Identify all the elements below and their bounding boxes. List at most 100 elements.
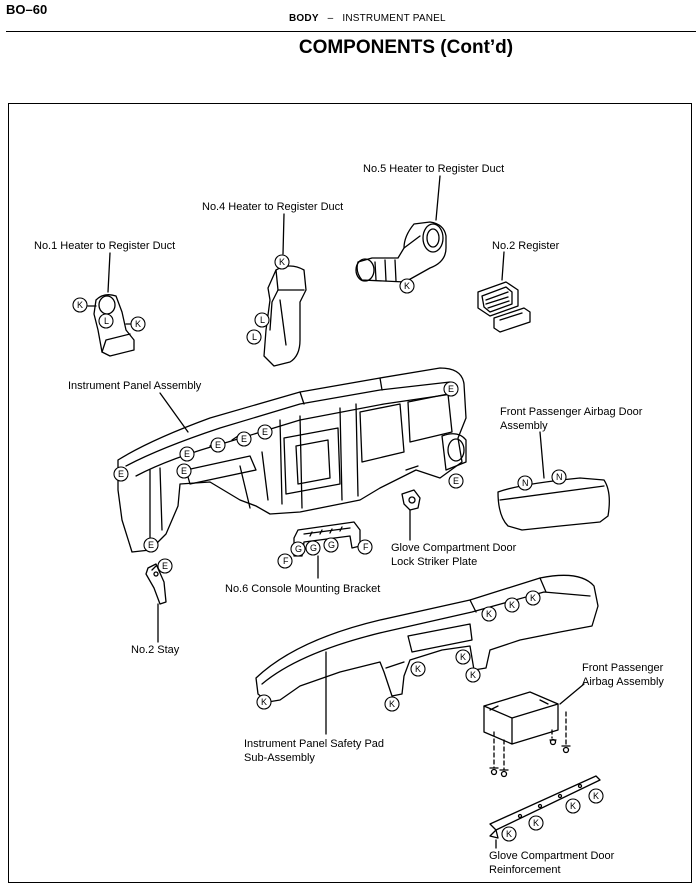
clip-k-marker — [465, 667, 481, 683]
label-airbag-door-line1: Front Passenger Airbag Door — [500, 406, 643, 418]
clip-g: G — [310, 543, 318, 553]
clip-k-marker — [528, 815, 544, 831]
header-rule — [6, 31, 696, 32]
clip-n: N — [556, 472, 563, 482]
clip-k: K — [279, 257, 286, 267]
clip-k-marker — [274, 254, 290, 270]
label-no5-duct: No.5 Heater to Register Duct — [363, 163, 505, 175]
label-striker-plate-line2: Lock Striker Plate — [391, 556, 478, 568]
clip-e-marker — [443, 381, 459, 397]
clip-e-marker — [157, 558, 173, 574]
no1-duct-leader — [107, 252, 111, 293]
clip-f-marker — [357, 539, 373, 555]
clip-e-marker — [236, 431, 252, 447]
label-reinforcement-line1: Glove Compartment Door — [489, 850, 615, 862]
label-striker-plate: Glove Compartment Door Lock Striker Plat… — [391, 541, 516, 569]
label-airbag-assembly: Front Passenger Airbag Assembly — [582, 661, 664, 689]
clip-e: E — [181, 466, 188, 476]
clip-k-marker — [504, 597, 520, 613]
clip-e-marker — [257, 424, 273, 440]
label-safety-pad-line2: Sub-Assembly — [244, 752, 315, 764]
clip-e: E — [162, 561, 169, 571]
reinforcement-part — [489, 775, 601, 839]
label-console-bracket: No.6 Console Mounting Bracket — [225, 583, 381, 595]
clip-l-marker — [254, 312, 270, 328]
clip-k: K — [593, 791, 600, 801]
clip-k-marker — [72, 297, 88, 313]
airbag-assembly-part — [483, 691, 571, 778]
no2-register-part — [477, 281, 531, 333]
clip-k-marker — [399, 278, 415, 294]
clip-e-marker — [176, 463, 192, 479]
safety-pad-part — [255, 574, 599, 703]
clip-k-marker — [410, 661, 426, 677]
label-striker-plate-line1: Glove Compartment Door — [391, 542, 517, 554]
clip-g-marker — [290, 541, 306, 557]
clip-e-marker — [210, 437, 226, 453]
clip-k-marker — [501, 826, 517, 842]
clip-k: K — [404, 281, 411, 291]
clip-e: E — [448, 384, 455, 394]
no4-duct-part — [263, 265, 307, 367]
page-number: BO–60 — [6, 2, 48, 17]
label-no4-duct: No.4 Heater to Register Duct — [202, 201, 344, 213]
label-airbag-door-line2: Assembly — [500, 420, 548, 432]
clip-f: F — [363, 542, 369, 552]
page-title: COMPONENTS (Cont’d) — [298, 37, 514, 58]
clip-k-marker — [525, 590, 541, 606]
clip-e-marker — [113, 466, 129, 482]
clip-e-marker — [179, 446, 195, 462]
clip-k-marker — [256, 694, 272, 710]
clip-l-marker — [246, 329, 262, 345]
clip-e-marker — [448, 473, 464, 489]
clip-k-marker — [384, 696, 400, 712]
label-airbag-door: Front Passenger Airbag Door Assembly — [500, 405, 642, 433]
clip-e: E — [241, 434, 248, 444]
clip-k-marker — [481, 606, 497, 622]
clip-e-marker — [143, 537, 159, 553]
clip-e: E — [148, 540, 155, 550]
section-name: BODY — [289, 13, 319, 24]
clip-f: F — [283, 556, 289, 566]
airbag-assembly-leader — [559, 683, 585, 705]
no4-duct-leader — [282, 213, 285, 255]
label-airbag-assembly-line1: Front Passenger — [582, 662, 664, 674]
label-no2-stay: No.2 Stay — [131, 644, 180, 656]
clip-k: K — [77, 300, 84, 310]
clip-g: G — [295, 544, 303, 554]
section-header: BODY – INSTRUMENT PANEL — [289, 13, 446, 24]
clip-k: K — [470, 670, 477, 680]
clip-l: L — [260, 315, 266, 325]
clip-f-marker — [277, 553, 293, 569]
subsection-name: INSTRUMENT PANEL — [342, 13, 446, 24]
label-safety-pad: Instrument Panel Safety Pad Sub-Assembly — [244, 737, 384, 765]
label-no1-duct: No.1 Heater to Register Duct — [34, 240, 176, 252]
clip-k-marker — [565, 798, 581, 814]
clip-g: G — [328, 540, 336, 550]
clip-k: K — [415, 664, 422, 674]
clip-k-marker — [455, 649, 471, 665]
clip-k: K — [533, 818, 540, 828]
clip-l: L — [252, 332, 258, 342]
clip-g-marker — [305, 540, 321, 556]
label-safety-pad-line1: Instrument Panel Safety Pad — [244, 738, 385, 750]
clip-n-marker — [551, 469, 567, 485]
clip-n: N — [522, 478, 529, 488]
clip-g-marker — [323, 537, 339, 553]
clip-k: K — [460, 652, 467, 662]
clip-k: K — [570, 801, 577, 811]
clip-k-marker — [130, 316, 146, 332]
clip-k: K — [509, 600, 516, 610]
clip-n-marker — [517, 475, 533, 491]
label-reinforcement-line2: Reinforcement — [489, 864, 561, 876]
label-instrument-panel: Instrument Panel Assembly — [68, 380, 202, 392]
label-no2-register: No.2 Register — [492, 240, 560, 252]
airbag-door-leader — [539, 431, 545, 479]
clip-e: E — [184, 449, 191, 459]
clip-l-marker — [98, 313, 114, 329]
no2-register-leader — [501, 251, 505, 281]
clip-e: E — [118, 469, 125, 479]
no2-stay-part — [145, 563, 167, 605]
